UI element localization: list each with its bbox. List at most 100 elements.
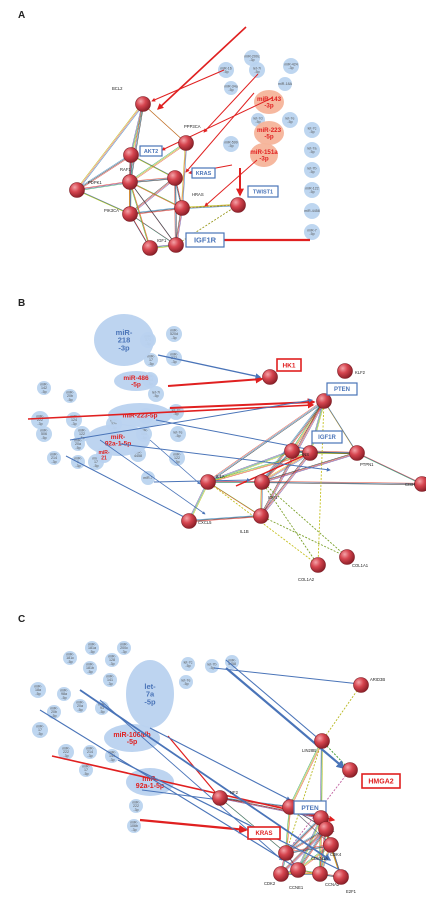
interaction-edge (130, 182, 177, 246)
interaction-edge (262, 453, 358, 483)
interaction-edge (297, 828, 326, 870)
gene-node (135, 96, 151, 112)
interaction-edge (129, 181, 151, 249)
predicted-edge (261, 481, 319, 566)
panel-letter-a: A (18, 10, 25, 21)
mirna-label: miR-18a-5p (34, 685, 42, 696)
gene-node (312, 866, 328, 882)
gene-node (353, 677, 369, 693)
predicted-edge (207, 481, 319, 566)
mirna-label: miR-20a-5p (74, 439, 82, 450)
interaction-edge (129, 181, 182, 208)
mirna-node (37, 381, 51, 395)
mirna-label: miR-4458 (304, 209, 320, 213)
mirna-label-highlight: miR-223-5p (257, 127, 282, 141)
interaction-edge (76, 181, 131, 191)
mirna-label: let-7e-5p (182, 678, 191, 686)
interaction-edge (77, 104, 144, 191)
mirna-node (73, 699, 87, 713)
mirna-node (170, 426, 186, 442)
gene-highlight-box (185, 232, 225, 248)
mirna-node-large (94, 314, 154, 366)
gene-label: PTPN1 (360, 462, 374, 467)
mirna-node (71, 437, 85, 451)
gene-label: IGF1 (268, 495, 278, 500)
mirna-node (283, 58, 299, 74)
arrow-red (185, 92, 255, 173)
mirna-node (224, 81, 238, 95)
interaction-edge (130, 182, 151, 249)
interaction-edge (261, 452, 357, 482)
mirna-label: miR-20a-5p (76, 701, 84, 712)
mirna-node (278, 77, 292, 91)
interaction-edge (130, 103, 143, 155)
mirna-label-highlight: miR-151a-3p (250, 149, 278, 163)
gene-label: E2F1 (346, 889, 357, 894)
interaction-edge (219, 797, 322, 819)
panel-letter-c: C (18, 614, 25, 625)
gene-node (318, 821, 334, 837)
arrow-blue (157, 354, 262, 379)
mirna-node (47, 705, 61, 719)
gene-label: PPP3CA (184, 124, 201, 129)
mirna-label-highlight: miR-223-5p (122, 412, 157, 419)
gene-node (254, 474, 270, 490)
mirna-node (205, 659, 219, 673)
gene-node (69, 182, 85, 198)
mirna-node (179, 675, 193, 689)
mirna-label: let-7b-5p (308, 166, 317, 174)
mirna-node (85, 641, 99, 655)
gene-node (310, 557, 326, 573)
gene-node (339, 549, 355, 565)
interaction-edge (182, 205, 239, 209)
mirna-label: miR-122-5p (173, 453, 181, 464)
mirna-label-highlight: miR-92a-1-5p (105, 434, 131, 448)
interaction-edge (261, 400, 325, 483)
gene-label: CDK2 (264, 881, 276, 886)
interaction-edge (143, 104, 187, 144)
mirna-node (244, 50, 260, 66)
gene-node (314, 733, 330, 749)
gene-label: CCNA2 (325, 882, 340, 887)
interaction-edge (208, 451, 293, 483)
interaction-edge (76, 154, 131, 190)
arrow-blue (65, 455, 187, 519)
interaction-edge (260, 452, 310, 516)
panel-a: miR-16-5plet-7i-5pmiR-34a-5pmiR-200c-3pm… (69, 26, 320, 256)
interaction-edge (207, 450, 292, 482)
interaction-edge (77, 190, 131, 215)
mirna-label: miR-17-5p (147, 355, 155, 366)
mirna-node-highlight (96, 447, 112, 463)
interaction-edge (189, 516, 262, 522)
gene-node (253, 508, 269, 524)
interaction-edge (130, 104, 144, 183)
predicted-edge (321, 684, 362, 742)
mirna-node-highlight (254, 121, 284, 145)
mirna-label-highlight: miR-92a-1-5p (136, 776, 164, 790)
gene-node (302, 445, 318, 461)
arrow-blue (141, 789, 221, 802)
gene-label: CXCL5 (198, 520, 212, 525)
gene-node (278, 845, 294, 861)
arrow-blue (149, 439, 201, 485)
predicted-edge (317, 400, 325, 566)
mirna-label: miR-599-5p (224, 140, 238, 148)
mirna-node-highlight (104, 724, 160, 752)
mirna-label: miR-214-3p (86, 747, 94, 758)
arrow-blue (119, 443, 331, 472)
gene-node (123, 147, 139, 163)
mirna-label: let-7c-5p (172, 408, 181, 416)
mirna-label: miR-181c-5p (66, 653, 74, 664)
arrow-red (139, 818, 248, 834)
gene-highlight-box (191, 167, 216, 179)
mirna-node (117, 641, 131, 655)
gene-label: ARID3B (370, 677, 385, 682)
mirna-node (304, 224, 320, 240)
mirna-label: let-7c-5p (184, 660, 193, 668)
mirna-node (57, 687, 71, 701)
mirna-label: miR-20b-5p (66, 391, 74, 402)
predicted-edge (261, 481, 348, 558)
gene-highlight-box (311, 430, 343, 444)
mirna-node (83, 745, 97, 759)
interaction-edge (76, 103, 144, 191)
